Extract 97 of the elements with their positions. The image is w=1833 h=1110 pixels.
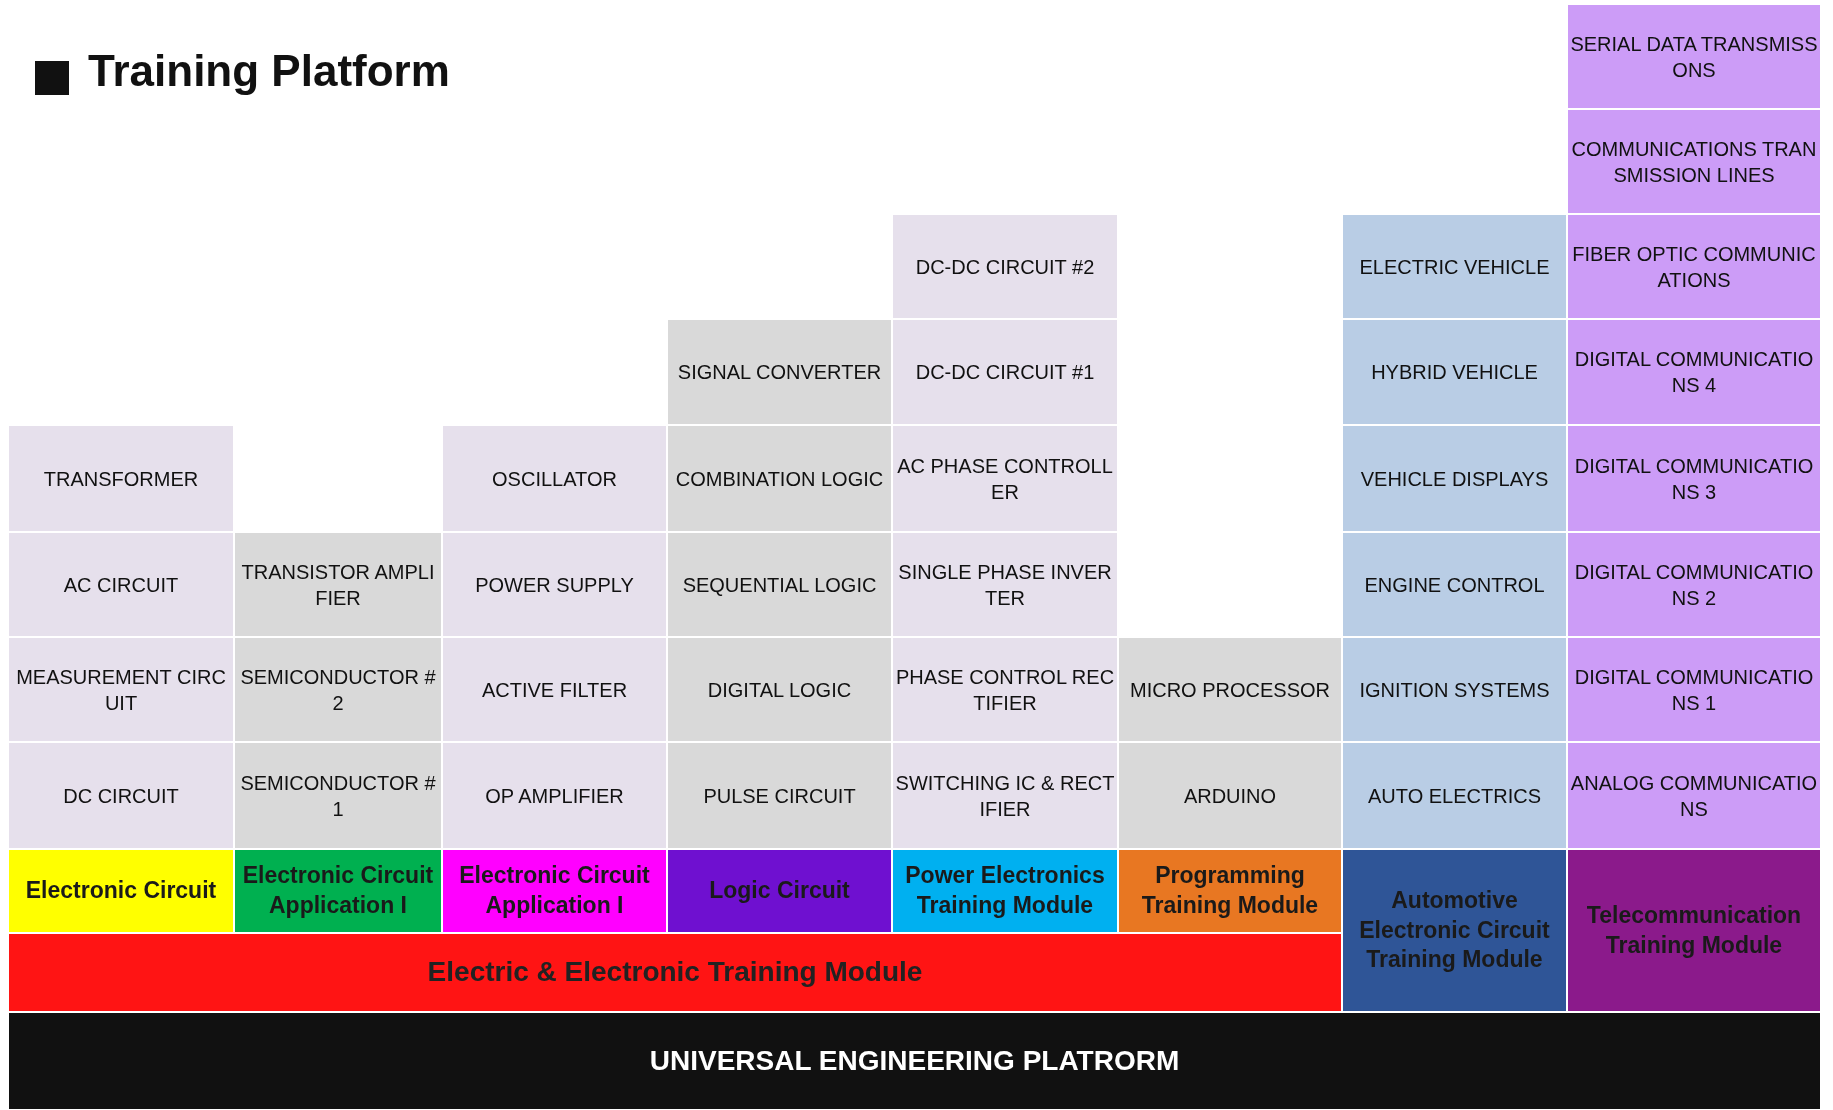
topic-cell — [667, 425, 892, 532]
cell-label: PULSE CIRCUIT — [703, 783, 856, 809]
cell-label: ARDUINO — [1183, 783, 1277, 809]
cell-label: AC PHASE CONTROLLER — [896, 453, 1114, 505]
diagram-title: Training Platform — [88, 46, 450, 96]
platform-band — [8, 1012, 1821, 1110]
topic-cell — [442, 742, 667, 849]
topic-cell — [442, 425, 667, 532]
topic-cell — [234, 532, 442, 637]
cell-label: DC CIRCUIT — [63, 783, 179, 809]
cell-label: SINGLE PHASE INVERTER — [897, 559, 1113, 611]
topic-cell — [234, 637, 442, 742]
cell-label: OSCILLATOR — [492, 466, 617, 492]
cell-label: DIGITAL COMMUNICATIONS 4 — [1573, 347, 1815, 398]
cell-label: Electronic Circuit Application I — [458, 861, 651, 920]
cell-label: Electronic Circuit — [25, 876, 217, 906]
module-header — [234, 849, 442, 933]
topic-cell — [892, 742, 1118, 849]
topic-cell — [667, 532, 892, 637]
module-header — [8, 849, 234, 933]
topic-cell — [1567, 637, 1821, 742]
cell-label: TRANSFORMER — [43, 466, 199, 492]
module-header — [667, 849, 892, 933]
cell-label: SIGNAL CONVERTER — [677, 360, 882, 385]
cell-label: PHASE CONTROL RECTIFIER — [895, 664, 1115, 716]
topic-cell — [892, 637, 1118, 742]
cell-label: Programming Training Module — [1140, 861, 1320, 920]
topic-cell — [667, 319, 892, 425]
cell-label: SEMICONDUCTOR #2 — [239, 664, 437, 716]
cell-label: Electric & Electronic Training Module — [427, 955, 923, 990]
cell-label: SERIAL DATA TRANSMISSONS — [1570, 31, 1818, 83]
cell-label: UNIVERSAL ENGINEERING PLATRORM — [649, 1043, 1180, 1078]
cell-label: DIGITAL COMMUNICATIONS 2 — [1573, 559, 1815, 611]
cell-label: SEMICONDUCTOR #1 — [239, 770, 437, 822]
cell-label: ENGINE CONTROL — [1364, 572, 1545, 598]
topic-cell — [1342, 637, 1567, 742]
topic-cell — [442, 532, 667, 637]
cell-label: HYBRID VEHICLE — [1371, 360, 1538, 385]
topic-cell — [8, 637, 234, 742]
cell-label: Logic Circuit — [709, 876, 850, 906]
topic-cell — [1342, 319, 1567, 425]
cell-label: OP AMPLIFIER — [485, 783, 624, 809]
topic-cell — [1567, 4, 1821, 109]
topic-cell — [667, 742, 892, 849]
cell-label: Power Electronics Training Module — [904, 861, 1106, 920]
topic-cell — [1342, 425, 1567, 532]
cell-label: DIGITAL COMMUNICATIONS 1 — [1573, 664, 1815, 716]
module-header — [1118, 849, 1342, 933]
platform-band — [8, 933, 1342, 1012]
topic-cell — [892, 319, 1118, 425]
cell-label: DIGITAL COMMUNICATIONS 3 — [1573, 453, 1815, 505]
cell-label: DC-DC CIRCUIT #1 — [915, 360, 1095, 385]
topic-cell — [442, 637, 667, 742]
topic-cell — [1342, 214, 1567, 319]
cell-label: TRANSISTOR AMPLIFIER — [240, 559, 436, 611]
cell-label: DIGITAL LOGIC — [707, 677, 852, 703]
topic-cell — [1342, 742, 1567, 849]
cell-label: POWER SUPPLY — [475, 572, 634, 598]
cell-label: ANALOG COMMUNICATIONS — [1570, 770, 1818, 822]
cell-label: AC CIRCUIT — [63, 572, 179, 598]
module-header — [442, 849, 667, 933]
topic-cell — [1567, 742, 1821, 849]
topic-cell — [1118, 637, 1342, 742]
cell-label: COMBINATION LOGIC — [675, 466, 884, 492]
cell-label: SWITCHING IC & RECTIFIER — [895, 770, 1115, 822]
topic-cell — [892, 425, 1118, 532]
topic-cell — [1567, 532, 1821, 637]
topic-cell — [1118, 742, 1342, 849]
module-header — [1567, 849, 1821, 1012]
topic-cell — [1342, 532, 1567, 637]
cell-label: ELECTRIC VEHICLE — [1359, 254, 1550, 280]
topic-cell — [8, 532, 234, 637]
cell-label: AUTO ELECTRICS — [1368, 783, 1541, 809]
topic-cell — [1567, 214, 1821, 319]
topic-cell — [892, 532, 1118, 637]
cell-label: Automotive Electronic Circuit Training Module — [1358, 885, 1551, 975]
module-header — [892, 849, 1118, 933]
cell-label: MICRO PROCESSOR — [1130, 677, 1330, 703]
topic-cell — [234, 742, 442, 849]
cell-label: COMMUNICATIONS TRANSMISSION LINES — [1570, 136, 1818, 188]
module-header — [1342, 849, 1567, 1012]
topic-cell — [667, 637, 892, 742]
topic-cell — [8, 425, 234, 532]
topic-cell — [1567, 319, 1821, 425]
topic-cell — [892, 214, 1118, 319]
cell-label: IGNITION SYSTEMS — [1359, 677, 1550, 703]
cell-label: ACTIVE FILTER — [481, 677, 628, 703]
cell-label: MEASUREMENT CIRCUIT — [15, 664, 227, 716]
cell-label: SEQUENTIAL LOGIC — [682, 572, 877, 598]
cell-label: Electronic Circuit Application I — [241, 861, 435, 920]
topic-cell — [1567, 109, 1821, 214]
cell-label: VEHICLE DISPLAYS — [1360, 466, 1549, 492]
cell-label: DC-DC CIRCUIT #2 — [915, 254, 1095, 280]
topic-cell — [8, 742, 234, 849]
cell-label: Telecommunication Training Module — [1585, 900, 1803, 960]
topic-cell — [1567, 425, 1821, 532]
cell-label: FIBER OPTIC COMMUNICATIONS — [1571, 241, 1817, 293]
